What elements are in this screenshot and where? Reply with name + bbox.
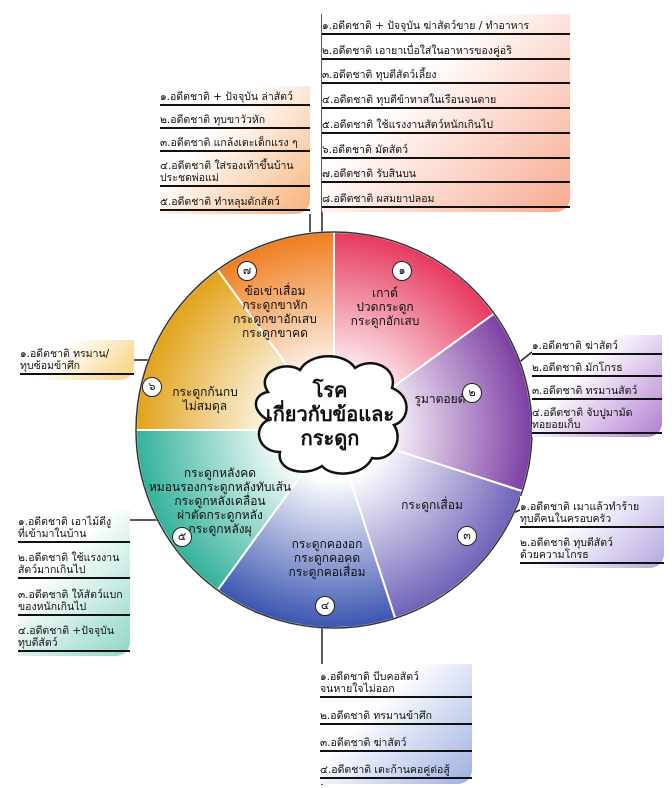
sector-6-text: กระดูกก้นกบ ไม่สมดุล bbox=[172, 385, 238, 413]
sector-3-number: ๓ bbox=[457, 526, 477, 546]
sector-4-number: ๔ bbox=[315, 596, 335, 616]
cause-item: ๘.อดีตชาติ ผสมยาปลอม bbox=[322, 193, 570, 209]
panel-sector-3-causes: ๑.อดีตชาติ เมาแล้วทำร้าย ทุบตีคนในครอบคร… bbox=[520, 496, 664, 568]
sector-2-number: ๒ bbox=[462, 383, 482, 403]
cause-item: ๒.อดีตชาติ ทุบขาวัวหัก bbox=[160, 114, 310, 130]
cause-item: ๑.อดีตชาติ เอาไม้ตีงู ที่เข้ามาในบ้าน bbox=[18, 516, 130, 543]
cause-item: ๑.อดีตชาติ เมาแล้วทำร้าย ทุบตีคนในครอบคร… bbox=[520, 501, 664, 529]
sector-4-text: กระดูกคองอก กระดูกคอคด กระดูกคอเสื่อม bbox=[288, 537, 366, 579]
panel-sector-1-causes: ๑.อดีตชาติ + ปัจจุบัน ฆ่าสัตว์ขาย / ทำอา… bbox=[322, 14, 570, 212]
sector-1-text: เกาต์ ปวดกระดูก กระดูกอักเสบ bbox=[350, 286, 420, 328]
sector-7-text: ข้อเข่าเสื่อม กระดูกขาหัก กระดูกขาอักเสบ… bbox=[233, 284, 317, 340]
cause-item: ๔.อดีตชาติ +ปัจจุบัน ทุบตีสัตว์ bbox=[18, 625, 130, 653]
cause-item: ๕.อดีตชาติ ทำหลุมดักสัตว์ bbox=[160, 196, 310, 211]
cause-item: ๑.อดีตชาติ + ปัจจุบัน ล่าสัตว์ bbox=[160, 91, 310, 106]
cause-item: ๒.อดีตชาติ ใช้แรงงาน สัตว์มากเกินไป bbox=[18, 552, 130, 580]
sector-5-text: กระดูกหลังคด หมอนรองกระดูกหลังทับเส้น กร… bbox=[148, 466, 292, 536]
cause-item: ๓.อดีตชาติ ทรมานสัตว์ bbox=[532, 385, 662, 400]
panel-sector-6-causes: ๑.อดีตชาติ ทรมาน/ ทุบซ้อมข้าศึก bbox=[20, 340, 134, 380]
sector-5-number: ๕ bbox=[172, 527, 192, 547]
center-cloud bbox=[254, 355, 408, 475]
cause-item: ๓.อดีตชาติ ให้สัตว์แบก ของหนักเกินไป bbox=[18, 589, 130, 616]
cause-item: ๒.อดีตชาติ เอายาเบื่อใส่ในอาหารของคู่อริ bbox=[322, 45, 570, 60]
panel-sector-5-causes: ๑.อดีตชาติ เอาไม้ตีงู ที่เข้ามาในบ้าน๒.อ… bbox=[18, 510, 130, 656]
cause-item: ๗.อดีตชาติ รับสินบน bbox=[322, 168, 570, 184]
sector-3-text: กระดูกเสื่อม bbox=[401, 498, 463, 512]
cause-item: ๔.อดีตชาติ จับปูมามัด ทอยอยเก็บ bbox=[532, 407, 662, 434]
cause-item: ๔.อดีตชาติ ใส่รองเท้าขึ้นบ้าน ประชดพ่อแม… bbox=[160, 160, 310, 188]
sector-2-text: รูมาตอยด์ bbox=[414, 392, 466, 406]
cause-item: ๕.อดีตชาติ ใช้แรงงานสัตว์หนักเกินไป bbox=[322, 119, 570, 134]
sector-6-number: ๖ bbox=[142, 377, 162, 397]
panel-sector-2-causes: ๑.อดีตชาติ ฆ่าสัตว์๒.อดีตชาติ มักโกรธ๓.อ… bbox=[532, 335, 662, 437]
cause-item: ๑.อดีตชาติ ทรมาน/ ทุบซ้อมข้าศึก bbox=[20, 348, 134, 375]
sector-7-number: ๗ bbox=[237, 261, 257, 281]
panel-sector-7-causes: ๑.อดีตชาติ + ปัจจุบัน ล่าสัตว์๒.อดีตชาติ… bbox=[160, 86, 310, 214]
cause-item: ๔.อดีตชาติ ทุบตีข้าทาสในเรือนจนตาย bbox=[322, 94, 570, 110]
cause-item: ๒.อดีตชาติ ทรมานข้าศึก bbox=[320, 710, 472, 726]
cause-item: ๓.อดีตชาติ ทุบตีสัตว์เลี้ยง bbox=[322, 69, 570, 85]
cause-item: ๑.อดีตชาติ บีบคอสัตว์ จนหายใจไม่ออก bbox=[320, 671, 472, 699]
cause-item: ๓.อดีตชาติ ฆ่าสัตว์ bbox=[320, 737, 472, 753]
center-title: โรค เกี่ยวกับข้อและ กระดูก bbox=[265, 378, 395, 450]
sector-1-number: ๑ bbox=[392, 261, 412, 281]
panel-sector-4-causes: ๑.อดีตชาติ บีบคอสัตว์ จนหายใจไม่ออก๒.อดี… bbox=[320, 664, 472, 784]
cause-item: ๖.อดีตชาติ มัดสัตว์ bbox=[322, 144, 570, 159]
cause-item: ๒.อดีตชาติ ทุบตีสัตว์ ด้วยความโกรธ bbox=[520, 537, 664, 565]
cause-item: ๔.อดีตชาติ เตะก้านคอคู่ต่อสู้ bbox=[320, 764, 472, 780]
cause-item: ๒.อดีตชาติ มักโกรธ bbox=[532, 362, 662, 377]
cause-item: ๑.อดีตชาติ ฆ่าสัตว์ bbox=[532, 340, 662, 355]
cause-item: ๑.อดีตชาติ + ปัจจุบัน ฆ่าสัตว์ขาย / ทำอา… bbox=[322, 20, 570, 35]
cause-item: ๓.อดีตชาติ แกล้งเตะเด็กแรง ๆ bbox=[160, 137, 310, 153]
